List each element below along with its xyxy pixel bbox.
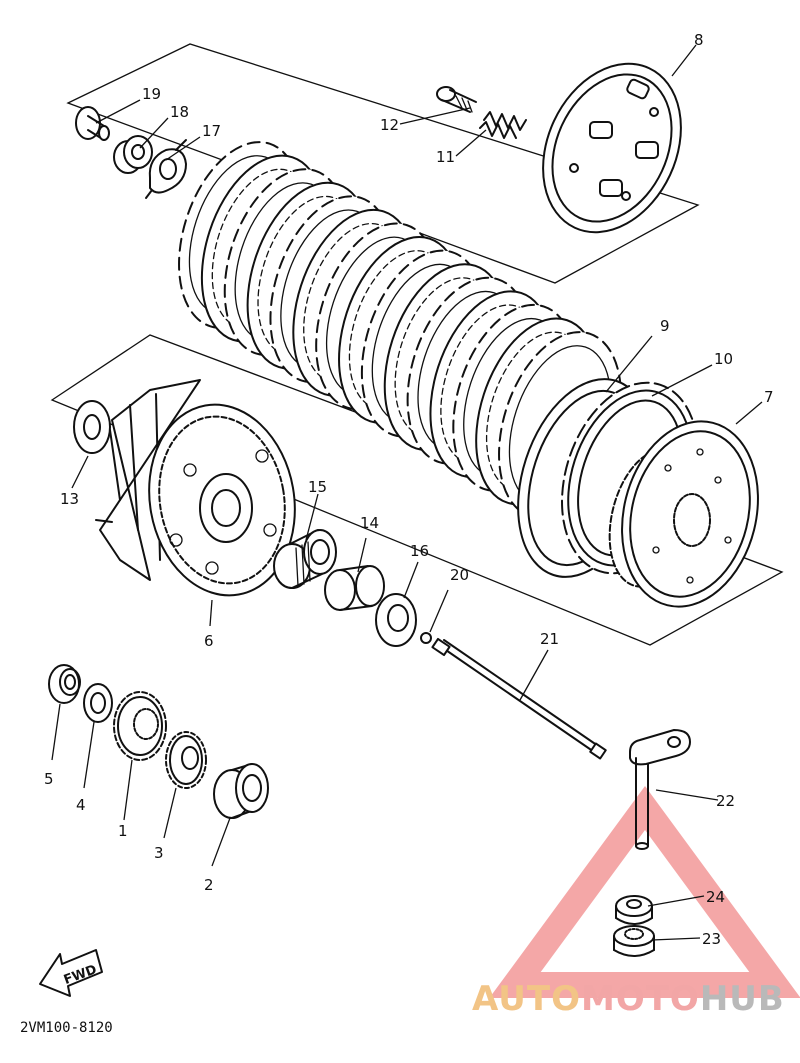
part-16-washer	[375, 593, 417, 647]
part-7-clutch-boss	[608, 420, 759, 608]
callout-9: 9	[660, 317, 670, 335]
part-24-nut	[615, 895, 653, 925]
part-22-push-lever	[629, 729, 691, 850]
callout-17: 17	[202, 122, 221, 140]
part-6-clutch-housing	[95, 379, 296, 597]
callout-14: 14	[360, 514, 379, 532]
callout-7: 7	[764, 388, 774, 406]
part-15-needle-bearing	[273, 529, 337, 589]
part-18-bearing	[113, 135, 153, 174]
callout-10: 10	[714, 350, 733, 368]
watermark-auto: AUTO	[472, 979, 581, 1019]
part-12-bolt	[436, 86, 477, 113]
callout-8: 8	[694, 31, 704, 49]
part-3-gear	[165, 731, 207, 789]
clutch-plate-stack	[178, 141, 622, 519]
watermark-logo: AUTOMOTOHUB	[472, 979, 785, 1019]
callout-16: 16	[410, 542, 429, 560]
part-4-washer	[83, 683, 113, 723]
part-13-thrust-washer	[73, 400, 111, 454]
part-2-bearing	[213, 763, 269, 819]
callout-18: 18	[170, 103, 189, 121]
watermark-moto: MOTO	[581, 979, 700, 1019]
callout-3: 3	[154, 844, 164, 862]
callout-21: 21	[540, 630, 559, 648]
lower-assembly-plane	[50, 334, 784, 646]
callout-1: 1	[118, 822, 128, 840]
callout-labels: 19 18 17 12 11 8 9 10 7 13 6 15 14 16 20…	[44, 31, 774, 948]
callout-22: 22	[716, 792, 735, 810]
fwd-arrow: FWD	[39, 949, 103, 997]
svg-text:AUTOMOTOHUB: AUTOMOTOHUB	[472, 979, 785, 1019]
part-5-oil-seal	[48, 664, 81, 704]
callout-20: 20	[450, 566, 469, 584]
part-8-pressure-plate	[542, 62, 682, 234]
part-11-spring	[479, 111, 527, 139]
watermark-hub: HUB	[700, 979, 785, 1019]
callout-2: 2	[204, 876, 214, 894]
part-1-gear	[113, 691, 167, 761]
part-17-lock-washer	[145, 139, 187, 199]
callout-5: 5	[44, 770, 54, 788]
part-19-collar	[75, 106, 110, 141]
part-21-push-rod	[431, 637, 607, 760]
part-20-ball	[420, 632, 432, 644]
callout-23: 23	[702, 930, 721, 948]
callout-11: 11	[436, 148, 455, 166]
callout-15: 15	[308, 478, 327, 496]
callout-13: 13	[60, 490, 79, 508]
callout-24: 24	[706, 888, 725, 906]
drawing-code: 2VM100-8120	[20, 1020, 113, 1036]
part-14-spacer	[324, 565, 385, 611]
callout-4: 4	[76, 796, 86, 814]
callout-12: 12	[380, 116, 399, 134]
callout-6: 6	[204, 632, 214, 650]
callout-19: 19	[142, 85, 161, 103]
watermark-triangle	[489, 786, 800, 998]
part-23-bearing	[613, 925, 655, 957]
leader-lines	[51, 44, 763, 941]
